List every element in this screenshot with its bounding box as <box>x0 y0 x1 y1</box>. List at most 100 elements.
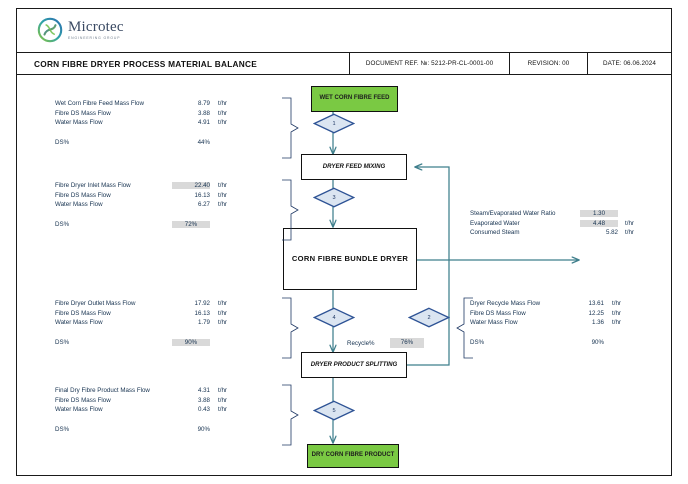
row-value: 5.82 <box>605 229 618 236</box>
row-label: Fibre DS Mass Flow <box>55 109 111 117</box>
dryer-product-splitting-label: DRYER PRODUCT SPLITTING <box>310 361 398 369</box>
row-value: 12.25 <box>588 309 604 317</box>
row-value: 13.61 <box>588 300 604 307</box>
stream-node-5[interactable]: 5 <box>312 400 356 421</box>
row-label: Steam/Evaporated Water Ratio <box>470 210 556 217</box>
row-value: 4.31 <box>197 387 210 394</box>
stream-node-2-label: 2 <box>427 314 431 321</box>
stream-node-1-label: 1 <box>332 120 336 127</box>
data-block-feed: Wet Corn Fibre Feed Mass Flow 8.79 t/hr … <box>55 100 270 148</box>
row-unit: t/hr <box>218 319 227 326</box>
row-label: Water Mass Flow <box>470 319 518 326</box>
document-ref: DOCUMENT REF. №: 5212-PR-CL-0001-00 <box>365 60 494 67</box>
stream-node-3[interactable]: 3 <box>312 187 356 208</box>
flow-canvas: WET CORN FIBRE FEED DRYER FEED MIXING CO… <box>17 75 671 475</box>
row-unit: t/hr <box>218 191 227 199</box>
brace-dryer-inlet <box>279 179 301 246</box>
row-value: 17.92 <box>194 300 210 307</box>
date-cell: DATE: 06.06.2024 <box>587 53 671 74</box>
brace-dryer-outlet <box>279 297 301 364</box>
ds-value: 44% <box>197 138 210 146</box>
wet-corn-fibre-feed-label: WET CORN FIBRE FEED <box>319 95 390 102</box>
row-unit: t/hr <box>612 309 621 317</box>
title-band: CORN FIBRE DRYER PROCESS MATERIAL BALANC… <box>17 53 671 75</box>
table-row-ds: DS% 90% <box>55 338 270 349</box>
stream-node-4-label: 4 <box>332 314 336 321</box>
row-value: 16.13 <box>194 309 210 317</box>
logo-tagline: ENGINEERING GROUP <box>68 35 121 40</box>
row-value: 16.13 <box>194 191 210 199</box>
row-label: Consumed Steam <box>470 229 520 236</box>
brace-recycle <box>454 297 476 364</box>
stream-node-4[interactable]: 4 <box>312 307 356 328</box>
ds-label: DS% <box>55 138 70 146</box>
row-label: Fibre Dryer Outlet Mass Flow <box>55 300 136 307</box>
wet-corn-fibre-feed-box[interactable]: WET CORN FIBRE FEED <box>311 86 398 112</box>
microtec-swirl-icon <box>37 17 63 43</box>
table-row: Fibre DS Mass Flow 12.25 t/hr <box>470 310 670 320</box>
data-block-steam: Steam/Evaporated Water Ratio 1.30 Evapor… <box>470 210 670 239</box>
corn-fibre-bundle-dryer-box[interactable]: CORN FIBRE BUNDLE DRYER <box>283 228 417 290</box>
stream-node-5-label: 5 <box>332 407 336 414</box>
table-row: Steam/Evaporated Water Ratio 1.30 <box>470 210 670 220</box>
stream-node-1[interactable]: 1 <box>312 113 356 134</box>
row-label: Water Mass Flow <box>55 319 103 326</box>
row-unit: t/hr <box>218 309 227 317</box>
row-unit: t/hr <box>218 406 227 413</box>
ds-label: DS% <box>55 425 70 433</box>
table-row-ds: DS% 44% <box>55 139 270 149</box>
table-row: Fibre DS Mass Flow 3.88 t/hr <box>55 110 270 120</box>
dry-corn-fibre-product-box[interactable]: DRY CORN FIBRE PRODUCT <box>307 444 399 468</box>
row-value: 1.79 <box>197 319 210 326</box>
ds-label: DS% <box>55 220 70 228</box>
dryer-feed-mixing-box[interactable]: DRYER FEED MIXING <box>301 154 407 180</box>
row-unit: t/hr <box>218 201 227 208</box>
table-row: Water Mass Flow 1.36 t/hr <box>470 319 670 329</box>
row-unit: t/hr <box>218 182 227 189</box>
row-label: Fibre DS Mass Flow <box>55 309 111 317</box>
ds-value: 72% <box>172 220 210 228</box>
row-unit: t/hr <box>218 396 227 404</box>
row-unit: t/hr <box>218 387 227 394</box>
dryer-feed-mixing-label: DRYER FEED MIXING <box>322 163 386 171</box>
table-row-ds: DS% 90% <box>470 339 670 349</box>
table-row: Water Mass Flow 4.91 t/hr <box>55 119 270 129</box>
dry-corn-fibre-product-label: DRY CORN FIBRE PRODUCT <box>311 452 395 459</box>
logo-company-name: Microtec <box>68 18 124 35</box>
logo-band: Microtec ENGINEERING GROUP <box>17 9 671 53</box>
data-block-dryer-inlet: Fibre Dryer Inlet Mass Flow 22.40 t/hr F… <box>55 182 270 230</box>
table-row: Fibre DS Mass Flow 3.88 t/hr <box>55 397 270 407</box>
row-value: 1.36 <box>591 319 604 326</box>
ds-label: DS% <box>55 338 70 346</box>
row-label: Dryer Recycle Mass Flow <box>470 300 541 307</box>
table-row: Water Mass Flow 6.27 t/hr <box>55 201 270 211</box>
table-row: Fibre DS Mass Flow 16.13 t/hr <box>55 192 270 202</box>
flow-connectors <box>17 112 671 475</box>
ds-value: 90% <box>591 338 604 346</box>
data-block-final-product: Final Dry Fibre Product Mass Flow 4.31 t… <box>55 387 270 435</box>
table-row: Consumed Steam 5.82 t/hr <box>470 229 670 239</box>
row-unit: t/hr <box>625 229 634 236</box>
row-value: 4.48 <box>580 219 618 227</box>
table-row: Dryer Recycle Mass Flow 13.61 t/hr <box>470 300 670 310</box>
row-unit: t/hr <box>625 219 634 227</box>
brace-feed <box>279 97 301 164</box>
row-label: Wet Corn Fibre Feed Mass Flow <box>55 100 144 107</box>
stream-node-3-label: 3 <box>332 194 336 201</box>
recycle-percent-value: 76% <box>390 338 424 348</box>
row-label: Water Mass Flow <box>55 119 103 126</box>
dryer-product-splitting-box[interactable]: DRYER PRODUCT SPLITTING <box>301 352 407 378</box>
stream-node-2[interactable]: 2 <box>407 307 451 328</box>
row-value: 8.79 <box>197 100 210 107</box>
table-row: Fibre Dryer Outlet Mass Flow 17.92 t/hr <box>55 300 270 310</box>
drawing-title: CORN FIBRE DRYER PROCESS MATERIAL BALANC… <box>34 58 258 69</box>
table-row: Fibre DS Mass Flow 16.13 t/hr <box>55 310 270 320</box>
row-label: Water Mass Flow <box>55 406 103 413</box>
table-row: Wet Corn Fibre Feed Mass Flow 8.79 t/hr <box>55 100 270 110</box>
brace-final-product <box>279 384 301 451</box>
data-block-dryer-outlet: Fibre Dryer Outlet Mass Flow 17.92 t/hr … <box>55 300 270 348</box>
company-logo: Microtec ENGINEERING GROUP <box>37 17 124 43</box>
document-ref-cell: DOCUMENT REF. №: 5212-PR-CL-0001-00 <box>349 53 509 74</box>
row-unit: t/hr <box>612 319 621 326</box>
ds-label: DS% <box>470 338 485 346</box>
